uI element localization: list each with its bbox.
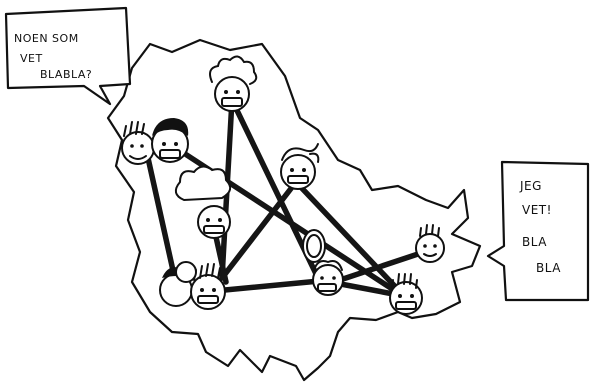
speech-bubble-left: NOEN SOM VET BLABLA?	[6, 8, 130, 104]
bubble-right-line-3: BLA	[522, 235, 547, 249]
bubble-right-line-1: JEG	[519, 179, 542, 193]
bubble-left-line-1: NOEN SOM	[14, 32, 79, 45]
speech-bubble-right: JEG VET! BLA BLA	[488, 162, 588, 300]
bubble-left-line-3: BLABLA?	[40, 68, 92, 81]
territory-outline	[108, 40, 480, 380]
bubble-right-line-2: VET!	[522, 203, 552, 217]
bubble-left-line-2: VET	[20, 52, 43, 65]
person-oval-head	[303, 230, 325, 262]
bubble-right-line-4: BLA	[536, 261, 561, 275]
person-dark-hair	[152, 118, 188, 162]
